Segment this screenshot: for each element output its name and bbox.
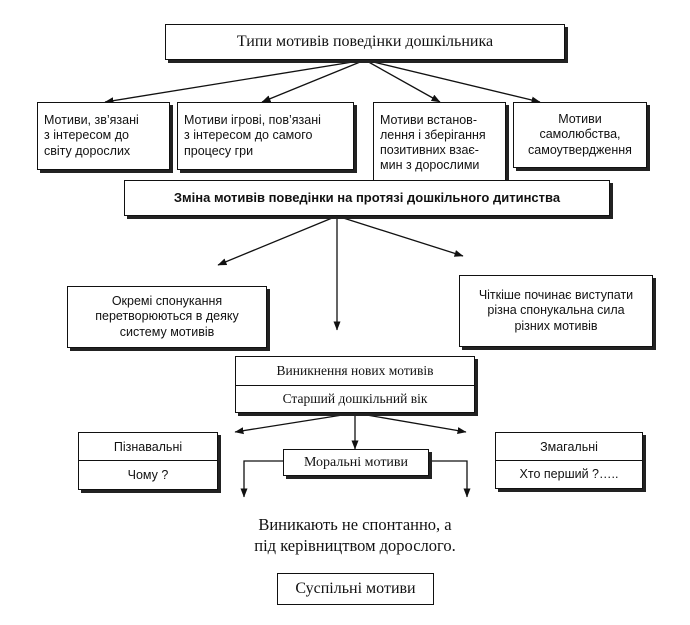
competitive-label-cell: Змагальні: [496, 433, 642, 461]
new-motives-title: Виникнення нових мотивів: [276, 363, 434, 378]
moral-right-bracket: [429, 460, 471, 498]
motive-text: Мотиви самолюбства, самоутвердження: [528, 112, 632, 157]
arrow-to-cognitive: [234, 412, 356, 435]
cognitive-label: Пізнавальні: [113, 439, 183, 454]
left-change-box: Окремі спонукання перетворюються в деяку…: [67, 286, 267, 348]
motive-box-relations: Мотиви встанов- лення і зберігання позит…: [373, 102, 506, 184]
cognitive-box: Пізнавальні Чому ?: [78, 432, 218, 490]
arrow-to-motive-1: [104, 59, 366, 105]
arrow-to-motive-3: [364, 59, 441, 103]
right-change-box: Чіткіше починає виступати різна спонукал…: [459, 275, 653, 347]
change-box: Зміна мотивів поведінки на протязі дошкі…: [124, 180, 610, 216]
competitive-question-cell: Хто перший ?…..: [496, 460, 642, 488]
moral-left-bracket: [240, 460, 283, 498]
social-motives-text: Суспільні мотиви: [295, 580, 416, 597]
age-cell: Старший дошкільний вік: [236, 385, 474, 412]
motive-box-self-esteem: Мотиви самолюбства, самоутвердження: [513, 102, 647, 168]
new-motives-title-cell: Виникнення нових мотивів: [236, 357, 474, 386]
arrow-to-right-change: [336, 215, 464, 257]
right-change-text: Чіткіше починає виступати різна спонукал…: [478, 288, 634, 333]
moral-box: Моральні мотиви: [283, 449, 429, 476]
arrow-to-competitive: [354, 412, 467, 435]
competitive-label: Змагальні: [540, 439, 598, 454]
social-motives-box: Суспільні мотиви: [277, 573, 434, 605]
motive-box-play: Мотиви ігрові, пов’язані з інтересом до …: [177, 102, 354, 170]
moral-text: Моральні мотиви: [303, 454, 409, 470]
competitive-question: Хто перший ?…..: [519, 467, 619, 481]
note-text: Виникають не спонтанно, а під керівництв…: [254, 515, 456, 555]
motive-text: Мотиви встанов- лення і зберігання позит…: [380, 112, 486, 173]
motive-box-adults-world: Мотиви, зв’язані з інтересом до світу до…: [37, 102, 170, 170]
change-text: Зміна мотивів поведінки на протязі дошкі…: [173, 190, 561, 206]
motive-text: Мотиви ігрові, пов’язані з інтересом до …: [184, 113, 321, 158]
title-box: Типи мотивів поведінки дошкільника: [165, 24, 565, 60]
cognitive-question-cell: Чому ?: [79, 460, 217, 489]
cognitive-question: Чому ?: [127, 467, 169, 482]
left-change-text: Окремі спонукання перетворюються в деяку…: [95, 294, 239, 339]
arrow-to-left-change: [217, 215, 338, 266]
new-motives-box: Виникнення нових мотивів Старший дошкіль…: [235, 356, 475, 413]
age-text: Старший дошкільний вік: [282, 390, 428, 406]
competitive-box: Змагальні Хто перший ?…..: [495, 432, 643, 489]
title-text: Типи мотивів поведінки дошкільника: [236, 33, 494, 51]
motive-text: Мотиви, зв’язані з інтересом до світу до…: [44, 113, 139, 158]
arrow-to-motive-4: [364, 59, 541, 104]
arrow-to-motive-2: [261, 59, 366, 103]
cognitive-label-cell: Пізнавальні: [79, 433, 217, 461]
